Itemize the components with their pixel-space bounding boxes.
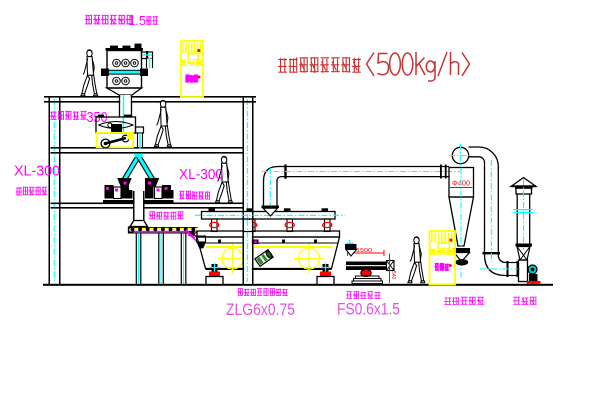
svg-text:XL-300: XL-300 bbox=[179, 166, 223, 183]
svg-text:1500: 1500 bbox=[356, 248, 372, 254]
svg-text:350: 350 bbox=[87, 110, 108, 126]
svg-text:FS0.6x1.5: FS0.6x1.5 bbox=[337, 301, 400, 319]
svg-text:ZLG6x0.75: ZLG6x0.75 bbox=[226, 301, 295, 319]
svg-text:XL-300: XL-300 bbox=[14, 163, 60, 180]
svg-text:540: 540 bbox=[390, 271, 396, 280]
svg-text:1.5: 1.5 bbox=[128, 13, 146, 28]
